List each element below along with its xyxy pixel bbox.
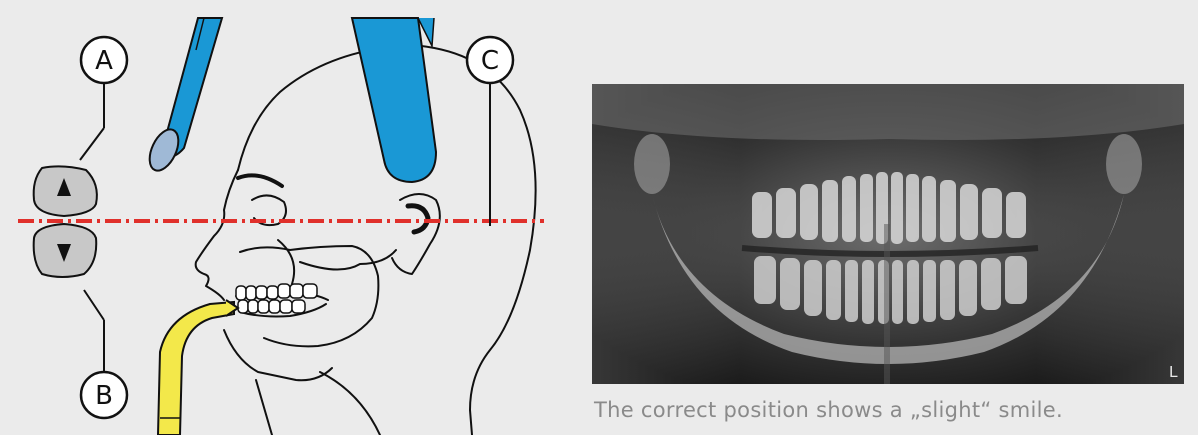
callout-a: A [81,37,127,83]
teeth [236,284,317,313]
panoramic-xray-image: L [592,84,1184,384]
bite-block [158,300,238,435]
height-down-button[interactable] [34,224,97,277]
callout-b: B [81,372,127,418]
positioning-diagram: A B C [0,0,560,435]
temple-support-left [144,18,222,175]
callout-c-label: C [481,46,499,76]
head-outline [196,45,536,435]
height-up-button[interactable] [34,166,97,216]
callout-b-label: B [95,381,113,411]
callout-a-label: A [95,46,113,76]
xray-side-label: L [1169,364,1178,382]
head-support [352,18,436,182]
xray-caption: The correct position shows a „slight“ sm… [594,398,1184,422]
callout-c: C [467,37,513,83]
